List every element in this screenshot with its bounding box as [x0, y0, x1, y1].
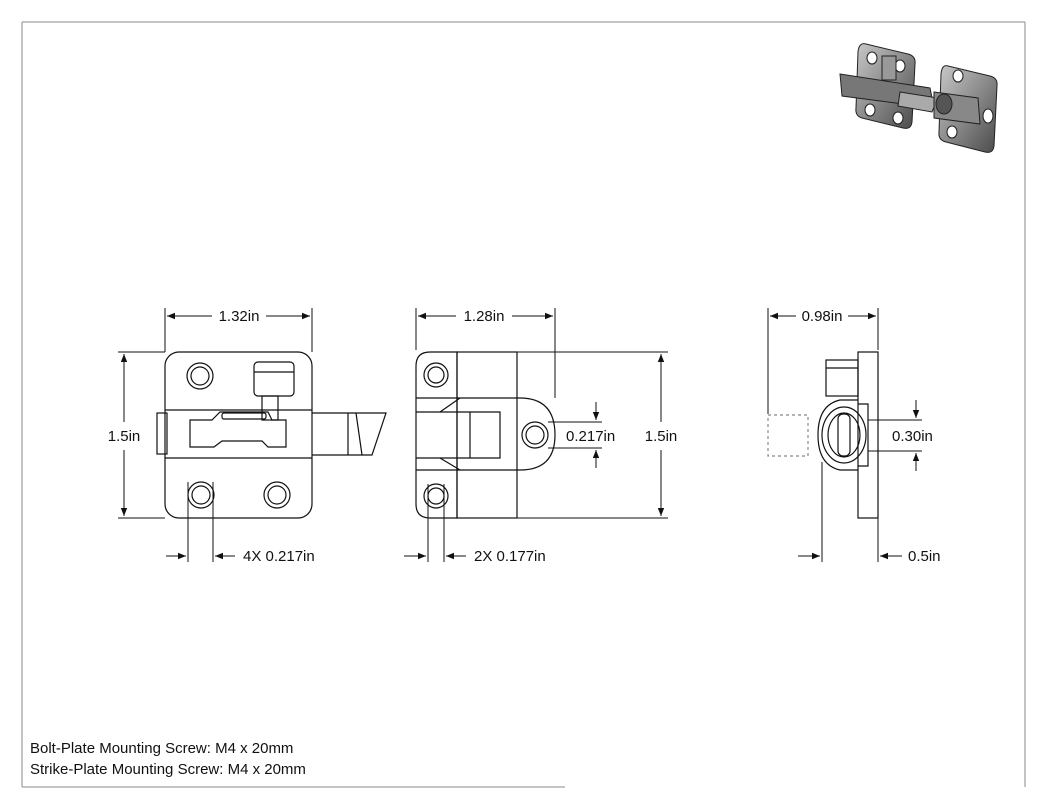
strike-plate-note: Strike-Plate Mounting Screw: M4 x 20mm — [30, 761, 306, 778]
dim-end-width: 0.98in — [802, 308, 843, 325]
dimension-lines — [118, 308, 922, 562]
dim-front-holes: 4X 0.217in — [243, 548, 315, 565]
drawing-border — [21, 21, 1026, 788]
dim-front-width: 1.32in — [219, 308, 260, 325]
dim-side-hole: 0.217in — [566, 428, 615, 445]
dim-end-gap: 0.30in — [892, 428, 933, 445]
dim-side-height: 1.5in — [645, 428, 678, 445]
side-view — [415, 351, 556, 519]
bolt-plate-note: Bolt-Plate Mounting Screw: M4 x 20mm — [30, 740, 294, 757]
dim-side-width: 1.28in — [464, 308, 505, 325]
end-view — [767, 351, 879, 519]
dim-end-depth: 0.5in — [908, 548, 941, 565]
dim-side-holes: 2X 0.177in — [474, 548, 546, 565]
isometric-preview-image — [839, 43, 998, 153]
dim-front-height: 1.5in — [108, 428, 141, 445]
front-view — [156, 351, 387, 519]
